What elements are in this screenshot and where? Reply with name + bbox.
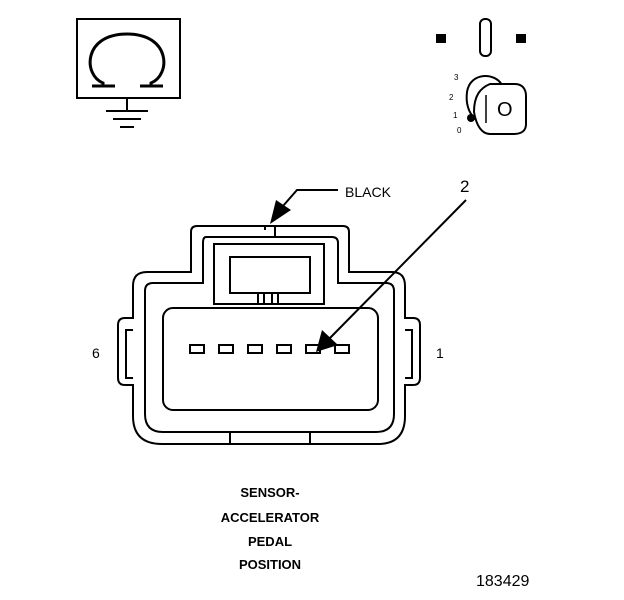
ground-icon <box>106 98 148 128</box>
ohm-symbol-icon <box>76 18 181 99</box>
title-line-1: SENSOR- <box>240 485 299 500</box>
key-letter: O <box>497 99 513 121</box>
pin-terminal-1 <box>334 344 350 354</box>
pin-terminal-3 <box>276 344 292 354</box>
figure-number: 183429 <box>476 573 529 590</box>
title-line-2: ACCELERATOR <box>221 510 320 525</box>
key-position-1: 1 <box>453 111 458 120</box>
wire-color-callout: BLACK <box>270 184 392 224</box>
pin-left-label: 6 <box>92 345 100 361</box>
wire-color-label: BLACK <box>345 184 392 200</box>
component-title: SENSOR- ACCELERATOR PEDAL POSITION <box>221 485 320 572</box>
pin-row <box>189 344 350 354</box>
key-position-0: 0 <box>457 126 462 135</box>
key-position-3: 3 <box>454 73 459 82</box>
pin-right-label: 1 <box>436 345 444 361</box>
pin-callout-arrow: 2 <box>316 177 469 352</box>
pin-terminal-6 <box>189 344 205 354</box>
ignition-key-switch-icon: 3 2 1 0 O <box>436 18 527 135</box>
title-line-3: PEDAL <box>248 534 292 549</box>
pin-terminal-5 <box>218 344 234 354</box>
connector-housing <box>117 225 421 445</box>
key-position-2: 2 <box>449 93 454 102</box>
title-line-4: POSITION <box>239 557 301 572</box>
callout-number: 2 <box>460 177 469 196</box>
pin-terminal-4 <box>247 344 263 354</box>
